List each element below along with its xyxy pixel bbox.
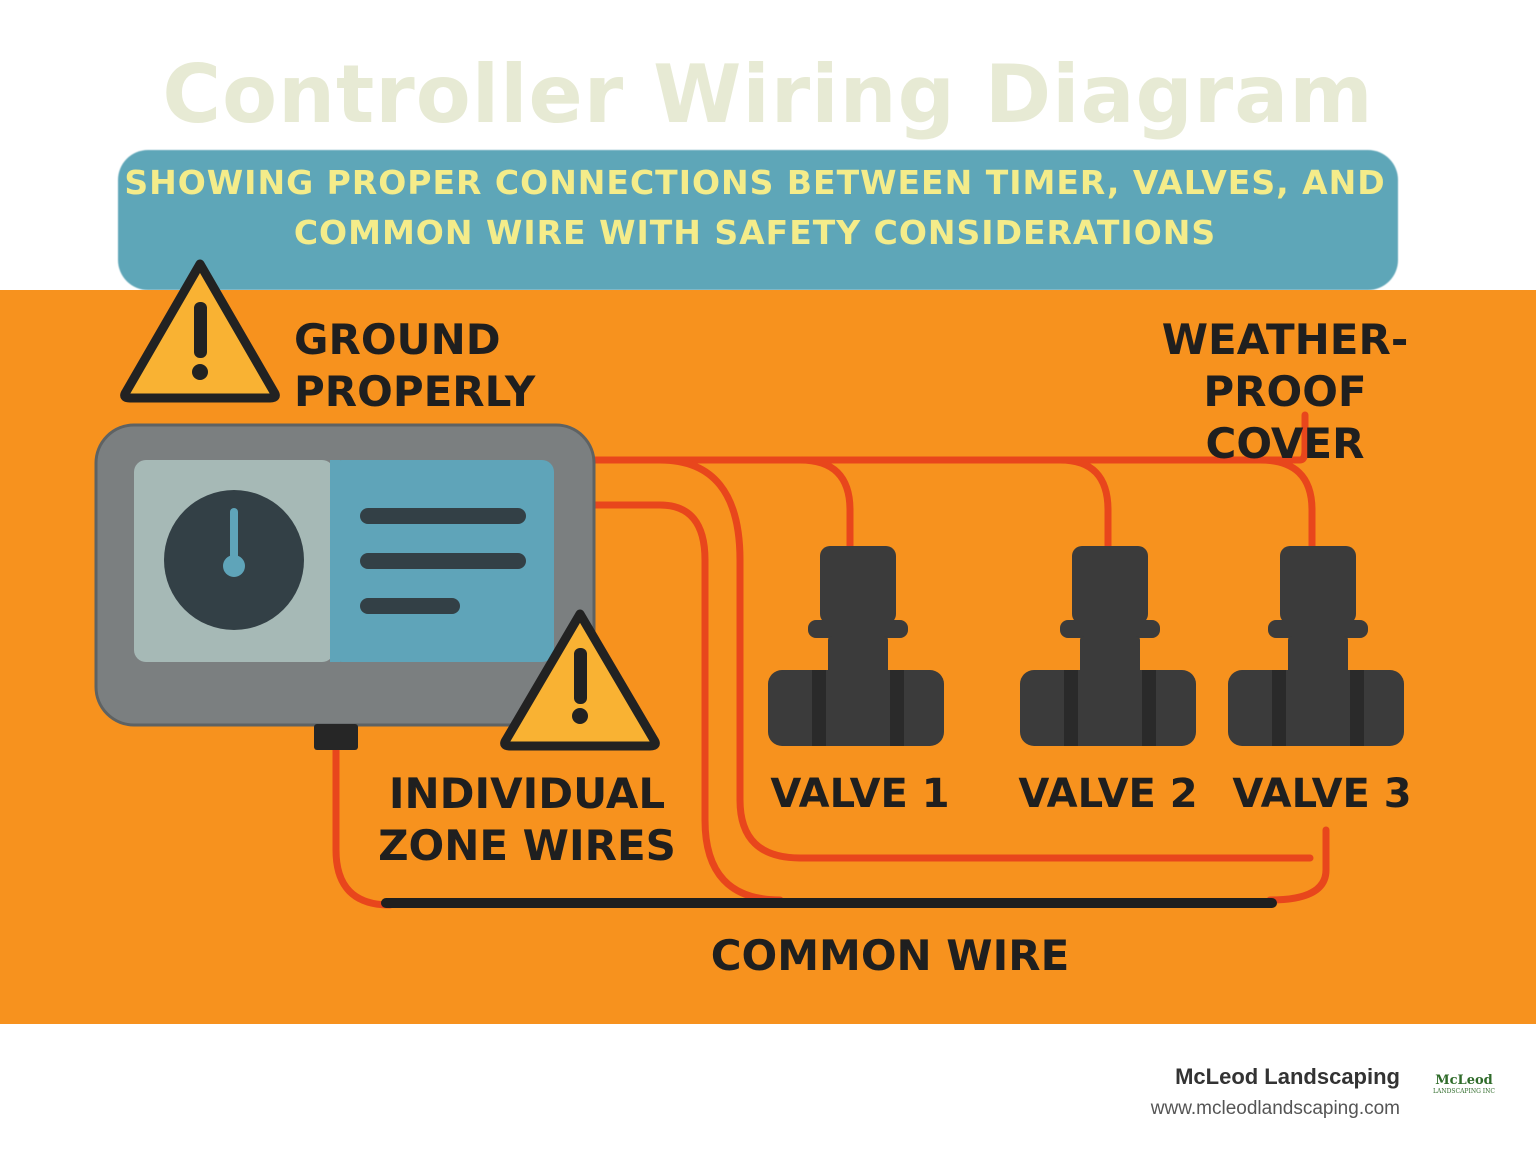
controller-display-lines	[360, 508, 526, 614]
valve-1-label: VALVE 1	[770, 771, 950, 817]
wire-to-valve-2	[1056, 456, 1112, 552]
valve-icon	[768, 546, 944, 746]
common-wire-label: COMMON WIRE	[710, 931, 1070, 980]
diagram-title: Controller Wiring Diagram	[162, 48, 1374, 141]
subtitle-band	[118, 150, 1398, 290]
weatherproof-cover-label: WEATHER- PROOF COVER	[1161, 315, 1409, 468]
clock-icon	[164, 490, 304, 630]
logo-subtext: LANDSCAPING INC	[1433, 1088, 1495, 1095]
warning-icon	[120, 259, 280, 403]
wire-to-valve-3	[1256, 456, 1316, 552]
zone-wire-b	[586, 501, 784, 904]
warning-icon	[500, 609, 660, 751]
subtitle-line-2: COMMON WIRE WITH SAFETY CONSIDERATIONS	[293, 213, 1217, 252]
zone-wire-a	[656, 456, 1314, 862]
zone-wires-label: INDIVIDUAL ZONE WIRES	[378, 769, 676, 870]
valve-icon	[1020, 546, 1196, 746]
top-bus-wire	[586, 411, 1309, 464]
company-name: McLeod Landscaping	[1175, 1064, 1400, 1089]
ground-properly-label: GROUND PROPERLY	[294, 315, 536, 416]
subtitle-line-1: SHOWING PROPER CONNECTIONS BETWEEN TIMER…	[124, 163, 1386, 202]
controller-box	[94, 423, 596, 750]
company-url[interactable]: www.mcleodlandscaping.com	[1150, 1098, 1400, 1119]
valve-icon	[1228, 546, 1404, 746]
logo-icon: McLeod LANDSCAPING INC	[1432, 1074, 1496, 1104]
zone-wires	[332, 411, 1330, 909]
ground-wire	[332, 746, 394, 909]
diagram-subtitle: SHOWING PROPER CONNECTIONS BETWEEN TIMER…	[100, 158, 1410, 258]
valve-3-return-wire	[1266, 826, 1330, 904]
valve-2-label: VALVE 2	[1018, 771, 1198, 817]
wire-to-valve-1	[796, 456, 854, 552]
logo-text: McLeod	[1435, 1073, 1493, 1088]
valve-3-label: VALVE 3	[1232, 771, 1412, 817]
controller-wire-port	[314, 724, 358, 750]
